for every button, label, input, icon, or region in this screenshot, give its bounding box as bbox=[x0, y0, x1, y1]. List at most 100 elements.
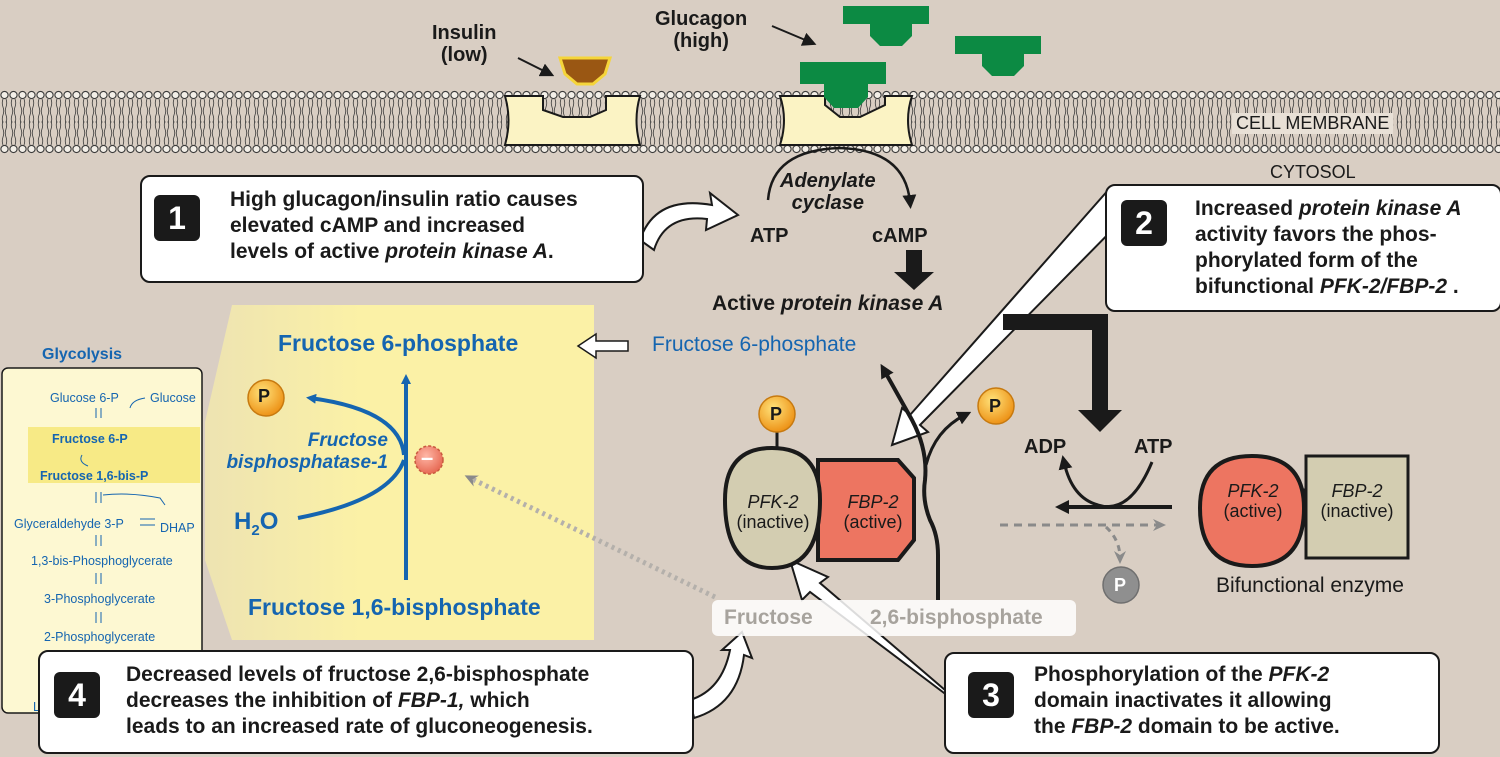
water-label: H2O bbox=[234, 508, 278, 539]
step2-text: Increased protein kinase A activity favo… bbox=[1195, 196, 1462, 300]
glycolysis-arrows bbox=[80, 397, 166, 623]
insulin-label-line2: (low) bbox=[440, 44, 488, 66]
glycolysis-glucose: Glucose bbox=[150, 391, 196, 405]
step3-number-badge: 3 bbox=[968, 672, 1014, 718]
left-fbp2-label: FBP-2 (active) bbox=[836, 492, 910, 532]
insulin-label: Insulin (low) bbox=[432, 22, 496, 66]
inhibition-arrow bbox=[464, 475, 717, 600]
glucagon-label-line2: (high) bbox=[673, 30, 729, 52]
adenylate-line2: cyclase bbox=[791, 192, 864, 214]
step4-line2-suffix: which bbox=[464, 689, 530, 712]
fbp2-domain-left bbox=[816, 458, 916, 562]
left-pfk2-state: (inactive) bbox=[736, 512, 810, 532]
step2-line4-suffix: . bbox=[1447, 275, 1459, 298]
fbpase1-label: Fructose bisphosphatase-1 bbox=[218, 430, 388, 474]
active-pka-italic: protein kinase A bbox=[780, 292, 944, 315]
step2-line1-italic: protein kinase A bbox=[1298, 197, 1462, 220]
step2-number-badge: 2 bbox=[1121, 200, 1167, 246]
step3-line2: domain inactivates it allowing bbox=[1034, 689, 1332, 712]
step1-number-badge: 1 bbox=[154, 195, 200, 241]
glycolysis-cut-letter: L bbox=[33, 700, 40, 714]
phosphate-icon bbox=[247, 379, 285, 417]
water-o: O bbox=[259, 508, 279, 535]
inhibition-minus-label: – bbox=[421, 445, 434, 470]
camp-to-pka-arrow bbox=[894, 250, 934, 290]
step1-line1: High glucagon/insulin ratio causes bbox=[230, 188, 578, 211]
step3-text: Phosphorylation of the PFK-2 domain inac… bbox=[1034, 662, 1340, 740]
step4-line2-prefix: decreases the inhibition of bbox=[126, 689, 398, 712]
right-pfk2-state: (active) bbox=[1223, 501, 1283, 521]
cytosol-label: CYTOSOL bbox=[1270, 162, 1356, 182]
glycolysis-g3p: Glyceraldehyde 3-P bbox=[14, 517, 124, 531]
step4-line2: decreases the inhibition of FBP-1, which bbox=[126, 688, 593, 714]
step1-line3-suffix: . bbox=[547, 240, 554, 263]
pfk2-domain-left bbox=[722, 445, 823, 571]
step2-line4-italic: PFK-2/FBP-2 bbox=[1319, 275, 1448, 298]
glycolysis-fructose16bisp: Fructose 1,6-bis-P bbox=[40, 469, 149, 483]
fbpase1-line2: bisphosphatase-1 bbox=[226, 452, 388, 473]
callout1-arrow bbox=[638, 190, 740, 252]
left-fbp2-state: (active) bbox=[843, 512, 903, 532]
callout-step1: 1 High glucagon/insulin ratio causes ele… bbox=[140, 175, 644, 283]
phosphate-icon-released bbox=[1102, 566, 1140, 604]
fructose6p-label: Fructose 6-phosphate bbox=[652, 333, 857, 356]
right-fbp2-name: FBP-2 bbox=[1331, 481, 1383, 501]
glucagon-molecule-bound bbox=[800, 62, 886, 108]
left-pfk2-name: PFK-2 bbox=[747, 492, 799, 512]
phosphate-label-enzyme: P bbox=[770, 404, 783, 424]
step2-line2: activity favors the phos- bbox=[1195, 223, 1437, 246]
zoom-fructose6p: Fructose 6-phosphate bbox=[278, 330, 519, 356]
right-fbp2-state: (inactive) bbox=[1320, 501, 1394, 521]
water-sub: 2 bbox=[251, 521, 260, 539]
fbpase1-line1: Fructose bbox=[307, 430, 388, 451]
glucagon-molecule bbox=[955, 36, 1041, 76]
step4-line2-italic: FBP-1, bbox=[397, 689, 465, 712]
step3-line3-italic: FBP-2 bbox=[1071, 715, 1133, 738]
callout4-arrow bbox=[688, 630, 754, 720]
f6p-link-arrow bbox=[576, 332, 629, 360]
callout-step3: 3 Phosphorylation of the PFK-2 domain in… bbox=[944, 652, 1440, 754]
atp-right-label: ATP bbox=[1134, 436, 1173, 458]
right-pfk2-name: PFK-2 bbox=[1227, 481, 1279, 501]
glycolysis-dhap: DHAP bbox=[160, 521, 195, 535]
bifunctional-enzyme-label: Bifunctional enzyme bbox=[1216, 574, 1404, 597]
left-fbp2-name: FBP-2 bbox=[847, 492, 899, 512]
step4-line1: Decreased levels of fructose 2,6-bisphos… bbox=[126, 663, 590, 686]
step4-number-badge: 4 bbox=[54, 672, 100, 718]
glycolysis-glucose6p: Glucose 6-P bbox=[50, 391, 119, 405]
glycolysis-2pg: 2-Phosphoglycerate bbox=[44, 630, 156, 644]
step3-line1-italic: PFK-2 bbox=[1268, 663, 1330, 686]
phosphate-label-released: P bbox=[1114, 575, 1127, 595]
zoom-fructose16bp: Fructose 1,6-bisphosphate bbox=[248, 594, 541, 620]
active-pka-prefix: Active bbox=[712, 292, 781, 315]
atp-label: ATP bbox=[750, 225, 789, 247]
inhibition-minus-icon bbox=[414, 445, 444, 475]
step3-line3-prefix: the bbox=[1034, 715, 1072, 738]
callout-step2: 2 Increased protein kinase A activity fa… bbox=[1105, 184, 1500, 312]
step1-line3-prefix: levels of active bbox=[230, 240, 386, 263]
camp-label: cAMP bbox=[872, 225, 928, 247]
phosphate-label: P bbox=[258, 386, 271, 406]
glucagon-label: Glucagon (high) bbox=[655, 8, 747, 52]
step3-line1-prefix: Phosphorylation of the bbox=[1034, 663, 1269, 686]
insulin-label-line1: Insulin bbox=[432, 22, 497, 44]
cell-membrane-label: CELL MEMBRANE bbox=[1232, 113, 1394, 134]
pka-to-enzyme-arrow bbox=[1003, 314, 1122, 432]
glycolysis-highlight bbox=[28, 427, 200, 483]
glucagon-molecule bbox=[843, 6, 929, 46]
phosphate-label-product: P bbox=[989, 396, 1002, 416]
right-pfk2-label: PFK-2 (active) bbox=[1206, 481, 1300, 521]
step1-text: High glucagon/insulin ratio causes eleva… bbox=[230, 187, 578, 265]
adp-label: ADP bbox=[1024, 436, 1067, 458]
phosphate-release-arrow bbox=[306, 393, 406, 456]
step2-line1-prefix: Increased bbox=[1195, 197, 1299, 220]
right-fbp2-label: FBP-2 (inactive) bbox=[1308, 481, 1406, 521]
f26bp-label-bg bbox=[712, 600, 1076, 636]
water-input-arrow bbox=[297, 459, 406, 520]
fbp2-product-curve bbox=[880, 363, 940, 600]
phosphate-icon bbox=[977, 387, 1015, 425]
step2-line4-prefix: bifunctional bbox=[1195, 275, 1320, 298]
step3-line1: Phosphorylation of the PFK-2 bbox=[1034, 662, 1340, 688]
step4-text: Decreased levels of fructose 2,6-bisphos… bbox=[126, 662, 593, 740]
